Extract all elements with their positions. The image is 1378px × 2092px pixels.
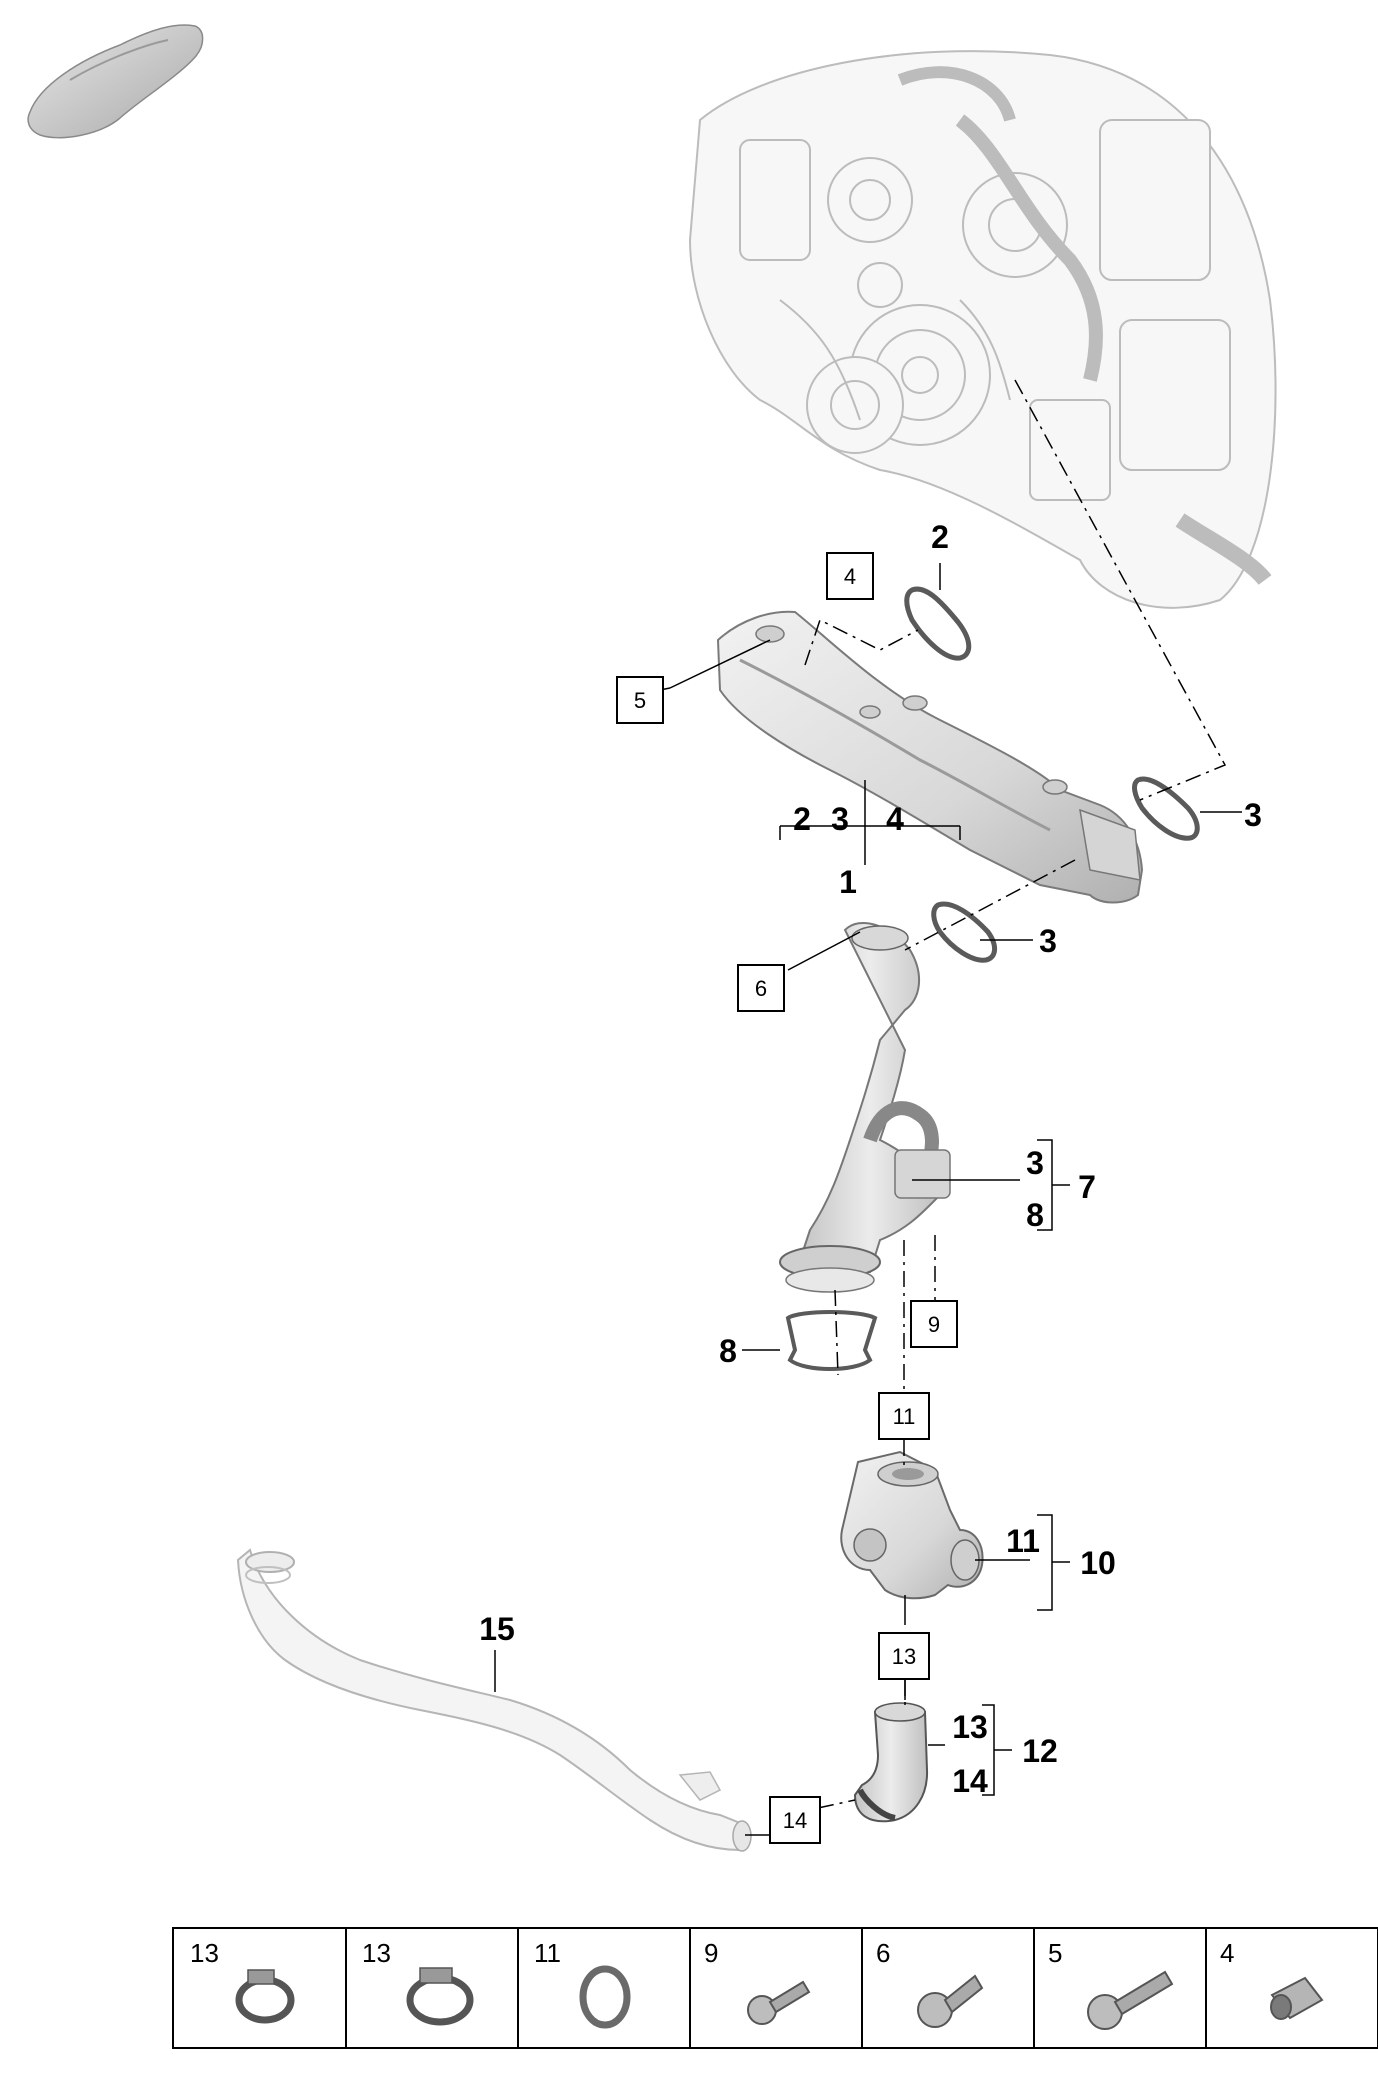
parts-cell-1: 13 <box>190 1938 295 2024</box>
coolant-pipe-y-piece <box>779 921 951 1293</box>
group7-item-3: 3 <box>1026 1145 1044 1181</box>
coolant-pipe-manifold <box>716 610 1144 904</box>
bolt-icon <box>747 1980 811 2025</box>
car-thumbnail-icon <box>27 24 204 139</box>
o-ring-icon <box>579 1965 631 2029</box>
hose-clamp-icon <box>406 1967 474 2026</box>
gasket-part-3-lower <box>931 901 997 963</box>
elbow-hose <box>853 1702 929 1823</box>
boxed-ref-6-label: 6 <box>755 976 767 1001</box>
parts-cell-6-label: 5 <box>1048 1938 1062 1968</box>
parts-cell-2: 13 <box>362 1938 474 2026</box>
callout-15: 15 <box>479 1611 515 1647</box>
bracket1-item-3: 3 <box>831 801 849 837</box>
boxed-ref-5-label: 5 <box>634 688 646 713</box>
boxed-ref-13: 13 <box>878 1632 930 1680</box>
sleeve-icon <box>1270 1976 1324 2020</box>
flange-bolt-icon <box>917 1974 984 2028</box>
boxed-ref-4: 4 <box>826 552 874 600</box>
parts-cell-1-label: 13 <box>190 1938 219 1968</box>
callout-12: 12 <box>1022 1733 1058 1769</box>
callout-leader-lines <box>494 563 1242 1836</box>
engine-block-illustration <box>688 50 1277 609</box>
bracket1-item-4: 4 <box>886 801 904 837</box>
boxed-ref-11: 11 <box>878 1392 930 1440</box>
boxed-ref-14-label: 14 <box>783 1808 807 1833</box>
group12-item-14: 14 <box>952 1763 988 1799</box>
callout-10: 10 <box>1080 1545 1116 1581</box>
parts-cell-2-label: 13 <box>362 1938 391 1968</box>
boxed-ref-11-label: 11 <box>893 1404 916 1429</box>
flange-bolt-icon <box>1087 1970 1174 2030</box>
callout-8: 8 <box>719 1333 737 1369</box>
parts-cell-5: 6 <box>876 1938 984 2028</box>
parts-cell-5-label: 6 <box>876 1938 890 1968</box>
gasket-part-2 <box>904 586 972 661</box>
parts-cell-3: 11 <box>534 1938 631 2029</box>
callout-3-right-mid: 3 <box>1039 923 1057 959</box>
parts-cell-7: 4 <box>1220 1938 1324 2020</box>
parts-cell-4: 9 <box>704 1938 811 2025</box>
boxed-ref-9-label: 9 <box>928 1312 940 1337</box>
parts-cell-6: 5 <box>1048 1938 1174 2030</box>
thermostat-housing <box>840 1450 984 1600</box>
group12-item-13: 13 <box>952 1709 988 1745</box>
parts-cell-7-label: 4 <box>1220 1938 1234 1968</box>
callout-2-top: 2 <box>931 519 949 555</box>
boxed-ref-9: 9 <box>910 1300 958 1348</box>
boxed-ref-6: 6 <box>737 964 785 1012</box>
callout-1: 1 <box>839 864 857 900</box>
gasket-part-3-upper <box>1132 776 1200 841</box>
bracket1-item-2: 2 <box>793 801 811 837</box>
parts-cell-4-label: 9 <box>704 1938 718 1968</box>
callout-numbers: 2 3 3 2 3 4 1 3 8 7 8 11 10 15 13 14 12 <box>479 519 1262 1799</box>
callout-7: 7 <box>1078 1169 1096 1205</box>
parts-table: 13 13 11 9 6 <box>172 1927 1378 2049</box>
group7-item-8: 8 <box>1026 1197 1044 1233</box>
boxed-ref-14: 14 <box>769 1796 821 1844</box>
boxed-ref-4-label: 4 <box>844 564 856 589</box>
o-ring-part-8 <box>785 1310 878 1371</box>
group10-item-11: 11 <box>1006 1523 1040 1559</box>
callout-3-right-upper: 3 <box>1244 797 1262 833</box>
hose-clamp-icon <box>235 1969 295 2024</box>
parts-cell-3-label: 11 <box>534 1938 561 1968</box>
boxed-ref-5: 5 <box>616 676 664 724</box>
boxed-ref-13-label: 13 <box>892 1644 916 1669</box>
coolant-pipe-long <box>236 1548 752 1852</box>
